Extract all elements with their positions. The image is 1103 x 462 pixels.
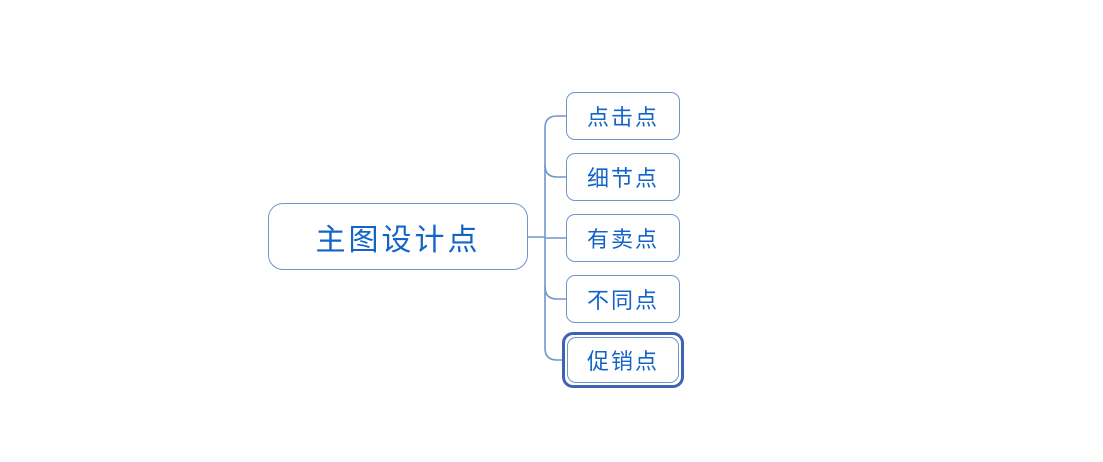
child-node-label: 有卖点 bbox=[586, 227, 659, 252]
child-node-selling-point[interactable]: 有卖点 bbox=[566, 214, 680, 262]
connector-child-1 bbox=[544, 164, 566, 178]
connector-child-0 bbox=[544, 115, 566, 129]
child-node-label: 点击点 bbox=[586, 105, 659, 130]
child-node-label: 不同点 bbox=[586, 288, 659, 313]
connector-child-4 bbox=[544, 347, 562, 361]
child-node-label: 促销点 bbox=[586, 349, 659, 374]
connector-child-3 bbox=[544, 286, 566, 300]
root-node[interactable]: 主图设计点 bbox=[268, 203, 528, 270]
child-node-promotion-point[interactable]: 促销点 bbox=[567, 337, 679, 383]
root-node-label: 主图设计点 bbox=[315, 223, 481, 257]
child-node-label: 细节点 bbox=[586, 166, 659, 191]
child-node-click-point[interactable]: 点击点 bbox=[566, 92, 680, 140]
child-node-difference-point[interactable]: 不同点 bbox=[566, 275, 680, 323]
child-node-detail-point[interactable]: 细节点 bbox=[566, 153, 680, 201]
